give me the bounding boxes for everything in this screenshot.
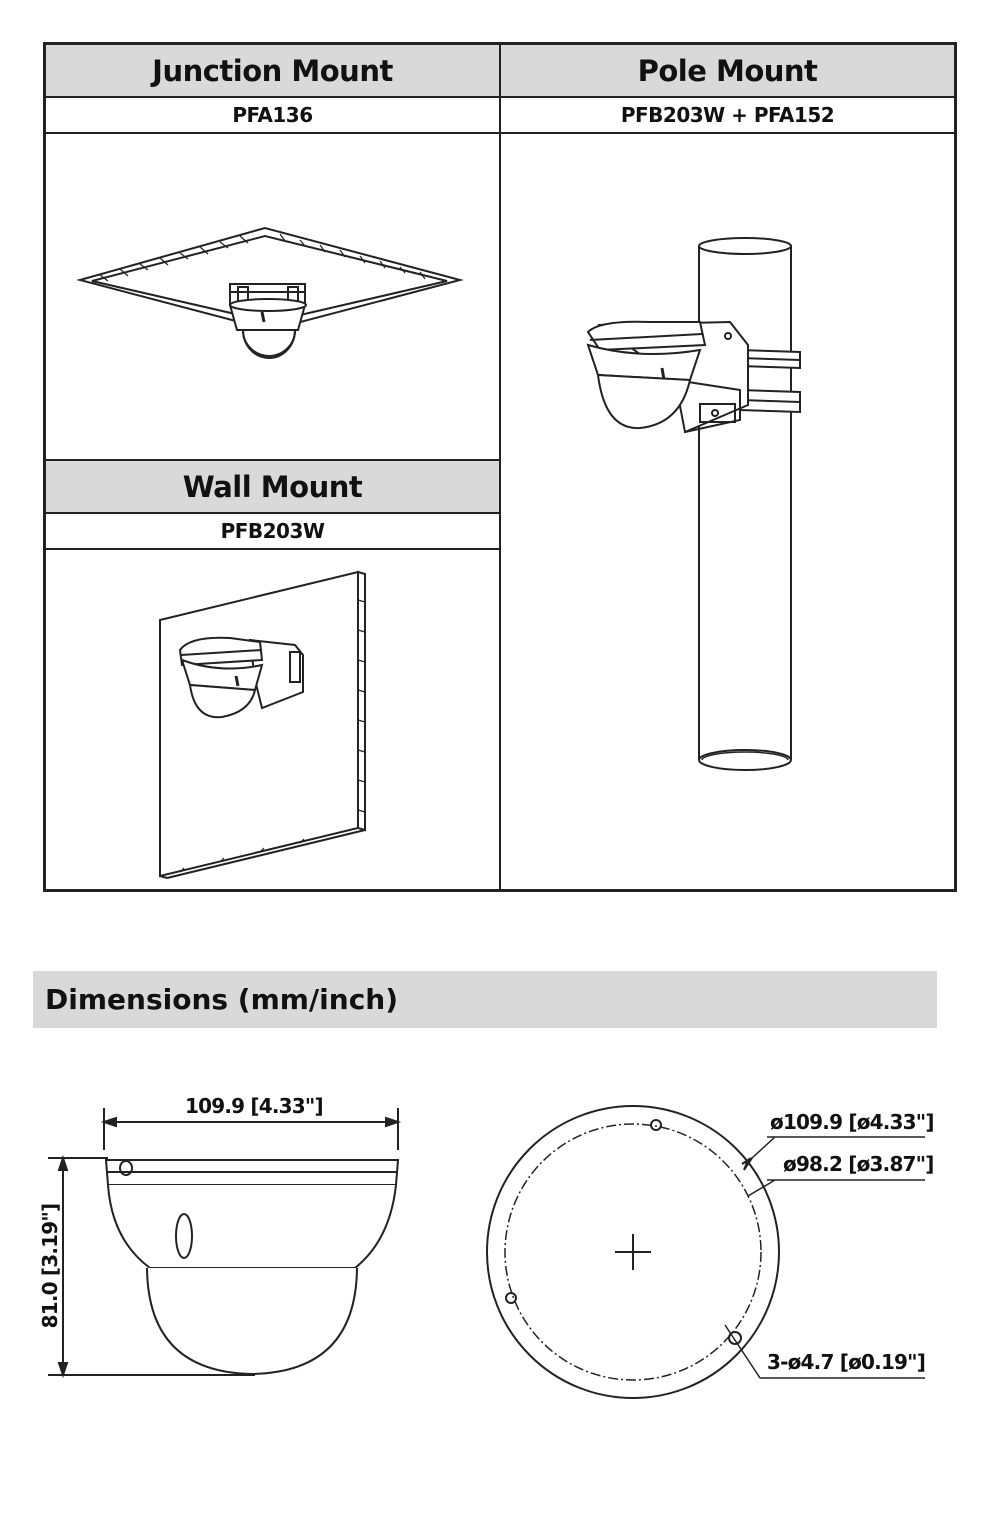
wall-mount-model: PFB203W — [45, 513, 500, 549]
wall-model-text: PFB203W — [220, 519, 325, 543]
junction-mount-model: PFA136 — [45, 97, 500, 133]
width-dimension-label: 109.9 [4.33"] — [185, 1094, 324, 1118]
wall-mount-title: Wall Mount — [182, 469, 363, 504]
inner-diameter-label: ø98.2 [ø3.87"] — [783, 1152, 934, 1176]
dimensions-title: Dimensions (mm/inch) — [45, 983, 399, 1016]
wall-mount-header: Wall Mount — [45, 460, 500, 513]
mounting-holes-label: 3-ø4.7 [ø0.19"] — [767, 1350, 926, 1374]
dimensions-header: Dimensions (mm/inch) — [33, 971, 937, 1028]
junction-mount-header: Junction Mount — [45, 44, 500, 97]
outer-diameter-label: ø109.9 [ø4.33"] — [770, 1110, 935, 1134]
pole-mount-header: Pole Mount — [500, 44, 955, 97]
junction-model-text: PFA136 — [232, 103, 313, 127]
pole-model-text: PFB203W + PFA152 — [620, 103, 835, 127]
junction-mount-title: Junction Mount — [152, 53, 393, 88]
pole-mount-model: PFB203W + PFA152 — [500, 97, 955, 133]
pole-mount-title: Pole Mount — [637, 53, 818, 88]
